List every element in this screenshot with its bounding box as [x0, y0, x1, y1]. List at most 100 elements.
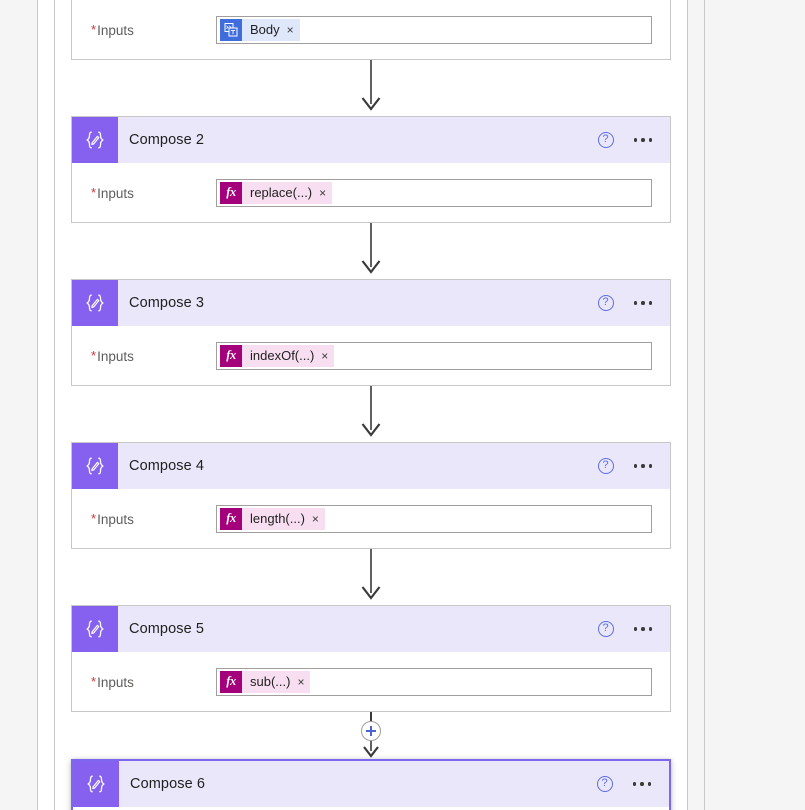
card-title-compose-5: Compose 5: [129, 621, 205, 637]
required-asterisk: *: [91, 184, 97, 200]
more-options-icon[interactable]: [633, 460, 652, 472]
card-header-actions-compose-6: ?: [596, 776, 670, 792]
token-label: indexOf(...): [250, 348, 315, 363]
token-label-wrap: indexOf(...) ×: [242, 344, 335, 367]
inputs-label-compose-3: *Inputs: [91, 348, 216, 364]
inputs-label-text: Inputs: [97, 674, 134, 690]
card-header-actions-compose-4: ?: [597, 458, 671, 474]
token-label: Body: [250, 22, 280, 37]
expression-token[interactable]: fx indexOf(...) ×: [220, 344, 335, 367]
required-asterisk: *: [91, 510, 97, 526]
card-header-compose-3[interactable]: Compose 3 ?: [72, 280, 670, 326]
fx-icon: fx: [220, 181, 242, 204]
fx-icon: fx: [220, 670, 242, 693]
inputs-label-compose-1: *Inputs: [91, 22, 216, 38]
inputs-field-compose-1[interactable]: Body ×: [216, 15, 652, 44]
compose-braces-pencil-icon: [73, 761, 119, 807]
token-label-wrap: length(...) ×: [242, 507, 325, 530]
help-icon[interactable]: ?: [597, 295, 614, 311]
inputs-label-compose-5: *Inputs: [91, 674, 216, 690]
insert-step-button[interactable]: [361, 721, 381, 741]
more-options-icon[interactable]: [633, 623, 652, 635]
left-divider-inner: [54, 0, 55, 810]
inputs-field-compose-4[interactable]: fx length(...) ×: [216, 504, 652, 533]
right-divider-outer: [704, 0, 705, 810]
card-header-compose-5[interactable]: Compose 5 ?: [72, 606, 670, 652]
token-label-wrap: Body ×: [242, 18, 300, 41]
card-header-compose-2[interactable]: Compose 2 ?: [72, 117, 670, 163]
inputs-label-compose-4: *Inputs: [91, 511, 216, 527]
connector-arrow-3: [71, 386, 671, 442]
required-asterisk: *: [91, 673, 97, 689]
token-label: replace(...): [250, 185, 313, 200]
more-options-icon[interactable]: [632, 778, 651, 790]
flow-steps-container: ? *Inputs: [71, 0, 671, 810]
compose-braces-pencil-icon: [72, 443, 118, 489]
card-header-compose-6[interactable]: Compose 6 ?: [73, 761, 669, 807]
fx-icon: fx: [220, 507, 242, 530]
right-divider-inner: [687, 0, 688, 810]
card-header-actions-compose-5: ?: [597, 621, 671, 637]
remove-token-icon[interactable]: ×: [321, 348, 329, 363]
help-icon[interactable]: ?: [597, 458, 614, 474]
more-options-icon[interactable]: [633, 134, 652, 146]
connector-arrow-4: [71, 549, 671, 605]
connector-arrow-2: [71, 223, 671, 279]
expression-token[interactable]: fx replace(...) ×: [220, 181, 333, 204]
card-body-compose-4: *Inputs fx length(...) ×: [72, 489, 670, 548]
card-title-compose-3: Compose 3: [129, 295, 205, 311]
help-icon[interactable]: ?: [597, 132, 614, 148]
card-title-compose-4: Compose 4: [129, 458, 205, 474]
connector-arrow-1: [71, 60, 671, 116]
action-card-compose-6[interactable]: Compose 6 ? *Inputs fx substring: [71, 759, 671, 810]
token-label-wrap: sub(...) ×: [242, 670, 311, 693]
inputs-field-compose-3[interactable]: fx indexOf(...) ×: [216, 341, 652, 370]
right-gutter: [705, 0, 805, 810]
connector-arrow-plus-5: [71, 712, 671, 759]
remove-token-icon[interactable]: ×: [311, 511, 319, 526]
action-card-compose-4[interactable]: Compose 4 ? *Inputs fx length(..: [71, 442, 671, 549]
card-header-compose-4[interactable]: Compose 4 ?: [72, 443, 670, 489]
help-icon[interactable]: ?: [597, 621, 614, 637]
required-asterisk: *: [91, 21, 97, 37]
left-rail-strip: [38, 0, 54, 810]
compose-braces-pencil-icon: [72, 606, 118, 652]
inputs-label-text: Inputs: [97, 511, 134, 527]
help-icon[interactable]: ?: [596, 776, 613, 792]
inputs-label-compose-2: *Inputs: [91, 185, 216, 201]
action-card-compose-1[interactable]: ? *Inputs: [71, 0, 671, 60]
inputs-field-compose-2[interactable]: fx replace(...) ×: [216, 178, 652, 207]
compose-braces-pencil-icon: [72, 280, 118, 326]
inputs-label-text: Inputs: [97, 185, 134, 201]
remove-token-icon[interactable]: ×: [286, 22, 294, 37]
token-label-wrap: replace(...) ×: [242, 181, 333, 204]
card-title-compose-2: Compose 2: [129, 132, 205, 148]
action-card-compose-3[interactable]: Compose 3 ? *Inputs fx indexOf(.: [71, 279, 671, 386]
card-body-compose-3: *Inputs fx indexOf(...) ×: [72, 326, 670, 385]
flow-canvas[interactable]: ? *Inputs: [55, 0, 687, 810]
remove-token-icon[interactable]: ×: [319, 185, 327, 200]
connector-arrowhead: [363, 741, 379, 758]
action-card-compose-5[interactable]: Compose 5 ? *Inputs fx sub(...): [71, 605, 671, 712]
card-header-actions-compose-2: ?: [597, 132, 671, 148]
left-divider-outer: [37, 0, 38, 810]
fx-icon: fx: [220, 344, 242, 367]
inputs-field-compose-5[interactable]: fx sub(...) ×: [216, 667, 652, 696]
remove-token-icon[interactable]: ×: [297, 674, 305, 689]
connector-line-top: [370, 712, 372, 722]
expression-token[interactable]: fx length(...) ×: [220, 507, 325, 530]
token-label: sub(...): [250, 674, 291, 689]
compose-output-icon: [220, 18, 242, 41]
card-header-actions-compose-3: ?: [597, 295, 671, 311]
action-card-compose-2[interactable]: Compose 2 ? *Inputs fx replace(.: [71, 116, 671, 223]
inputs-label-text: Inputs: [97, 22, 134, 38]
expression-token[interactable]: fx sub(...) ×: [220, 670, 311, 693]
dynamic-token-body[interactable]: Body ×: [220, 18, 300, 41]
card-body-compose-6: *Inputs fx substring(...) ×: [73, 807, 669, 810]
required-asterisk: *: [91, 347, 97, 363]
compose-braces-pencil-icon: [72, 117, 118, 163]
card-body-compose-2: *Inputs fx replace(...) ×: [72, 163, 670, 222]
left-gutter: [0, 0, 37, 810]
more-options-icon[interactable]: [633, 297, 652, 309]
